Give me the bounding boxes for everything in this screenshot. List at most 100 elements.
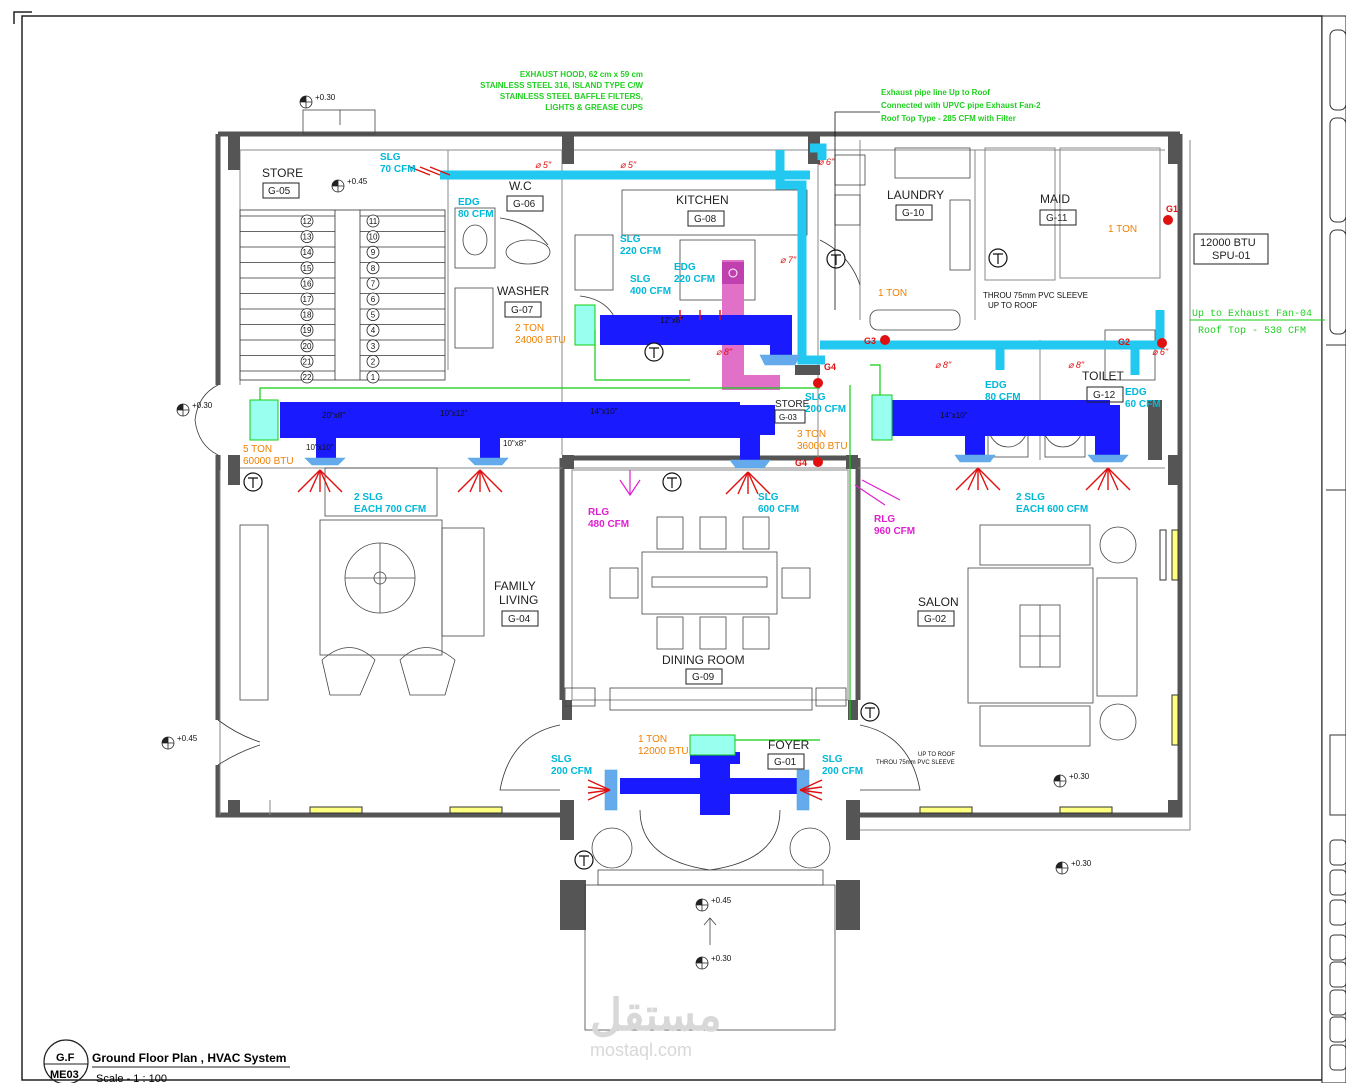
drawing-scale: Scale - 1 : 100	[96, 1073, 167, 1083]
stair-step-marker	[366, 308, 380, 322]
stair-step-number: 12	[303, 217, 312, 226]
stair-step-number: 13	[303, 233, 312, 242]
watermark-arabic: مستقل	[590, 991, 722, 1040]
supply-label: EACH 600 CFM	[1016, 504, 1088, 515]
supply-label: SLG	[380, 152, 401, 163]
columns	[228, 134, 1180, 930]
drawing-title-text: Ground Floor Plan , HVAC System	[92, 1051, 286, 1065]
svg-text:Roof Top - 530 CFM: Roof Top - 530 CFM	[1198, 325, 1306, 337]
svg-text:Up to Exhaust Fan-04: Up to Exhaust Fan-04	[1192, 308, 1312, 320]
supply-label: 200 CFM	[805, 404, 846, 415]
room-name: KITCHEN	[676, 193, 729, 207]
stair-step-marker	[366, 354, 380, 368]
room-name: TOILET	[1082, 369, 1124, 383]
diffusers	[304, 354, 1129, 811]
stair-step-number: 3	[371, 342, 376, 351]
stair-step-marker	[300, 370, 314, 384]
supply-label: EACH 700 CFM	[354, 504, 426, 515]
level-value: +0.45	[177, 734, 198, 743]
pipe-size: ⌀ 5"	[535, 160, 552, 170]
doors	[194, 217, 921, 871]
stair-step-marker	[366, 292, 380, 306]
stair-step-marker	[366, 276, 380, 290]
svg-text:Roof Top Type - 285 CFM with F: Roof Top Type - 285 CFM with Filter	[881, 114, 1016, 123]
room-name: STORE	[262, 166, 303, 180]
gas-points	[813, 215, 1173, 467]
supply-label: EDG	[458, 197, 480, 208]
duct-size: 20"x8"	[322, 411, 345, 420]
stair-step-number: 9	[371, 248, 376, 257]
stair-step-marker	[300, 276, 314, 290]
room-name: MAID	[1040, 192, 1070, 206]
supply-ducts	[280, 315, 1120, 815]
supply-label: SLG	[630, 274, 651, 285]
room-name: STORE	[775, 399, 810, 410]
pipe-size: ⌀ 8"	[716, 347, 733, 357]
supply-label: 80 CFM	[458, 209, 494, 220]
return-label: 960 CFM	[874, 526, 915, 537]
stair-step-marker	[366, 214, 380, 228]
gas-tag: G1	[1166, 204, 1178, 214]
supply-label: 60 CFM	[1125, 399, 1161, 410]
stair-step-marker	[300, 354, 314, 368]
supply-label: 200 CFM	[822, 766, 863, 777]
stair-step-number: 17	[303, 295, 312, 304]
drawing-title: G.F ME03 Ground Floor Plan , HVAC System…	[43, 1039, 290, 1083]
capacity-label: 36000 BTU	[797, 441, 848, 452]
room-code: G-02	[924, 614, 947, 625]
supply-label: EDG	[1125, 387, 1147, 398]
stair-step-marker	[300, 245, 314, 259]
level-value: +0.45	[711, 896, 732, 905]
supply-label: EDG	[985, 380, 1007, 391]
stair-step-marker	[366, 370, 380, 384]
return-label: RLG	[874, 514, 895, 525]
room-code: G-08	[694, 214, 717, 225]
return-label: 480 CFM	[588, 519, 629, 530]
duct-size: 10"x10"	[306, 443, 334, 452]
inner-walls	[219, 140, 1191, 831]
svg-text:LIGHTS & GREASE CUPS: LIGHTS & GREASE CUPS	[545, 103, 643, 112]
supply-label: SLG	[620, 234, 641, 245]
room-code: G-05	[268, 186, 291, 197]
stair-step-number: 5	[371, 311, 376, 320]
stair-step-marker	[300, 214, 314, 228]
stair-step-number: 14	[303, 248, 312, 257]
duct-size: 10"x8"	[503, 439, 526, 448]
supply-label: 80 CFM	[985, 392, 1021, 403]
pipe-size-labels: ⌀ 5"⌀ 5"⌀ 7"⌀ 6"⌀ 8"⌀ 8"⌀ 8"⌀ 6"	[535, 157, 1169, 370]
supply-label: 70 CFM	[380, 164, 416, 175]
room-name: SALON	[918, 595, 959, 609]
room-code: G-12	[1093, 390, 1116, 401]
stair-step-number: 4	[371, 326, 376, 335]
supply-label: 400 CFM	[630, 286, 671, 297]
svg-text:STAINLESS STEEL BAFFLE FILTERS: STAINLESS STEEL BAFFLE FILTERS,	[500, 92, 643, 101]
duct-size: 12"x8"	[660, 316, 683, 325]
room-name: W.C	[509, 179, 532, 193]
svg-text:UP TO ROOF: UP TO ROOF	[988, 301, 1037, 310]
svg-text:EXHAUST HOOD, 62 cm x 59 cm: EXHAUST HOOD, 62 cm x 59 cm	[520, 70, 643, 79]
stair-step-marker	[300, 230, 314, 244]
level-value: +0.30	[1071, 859, 1092, 868]
return-label: RLG	[588, 507, 609, 518]
stair-step-marker	[366, 323, 380, 337]
stair-step-number: 11	[369, 217, 378, 226]
watermark-latin: mostaql.com	[590, 1040, 692, 1060]
stair-step-number: 2	[371, 357, 376, 366]
pipe-size: ⌀ 8"	[935, 360, 952, 370]
svg-text:SPU-01: SPU-01	[1212, 250, 1251, 262]
svg-text:Connected with UPVC pipe Exhau: Connected with UPVC pipe Exhaust Fan-2	[881, 101, 1041, 110]
room-code: G-06	[513, 199, 536, 210]
stair-step-marker	[300, 323, 314, 337]
stair-step-marker	[300, 292, 314, 306]
room-name: WASHER	[497, 284, 550, 298]
supply-label: SLG	[551, 754, 572, 765]
level-value: +0.30	[711, 954, 732, 963]
duct-size: 10"x12"	[440, 409, 468, 418]
supply-label: 600 CFM	[758, 504, 799, 515]
title-strip	[1321, 15, 1346, 1083]
stair-step-number: 15	[303, 264, 312, 273]
supply-label: 200 CFM	[551, 766, 592, 777]
